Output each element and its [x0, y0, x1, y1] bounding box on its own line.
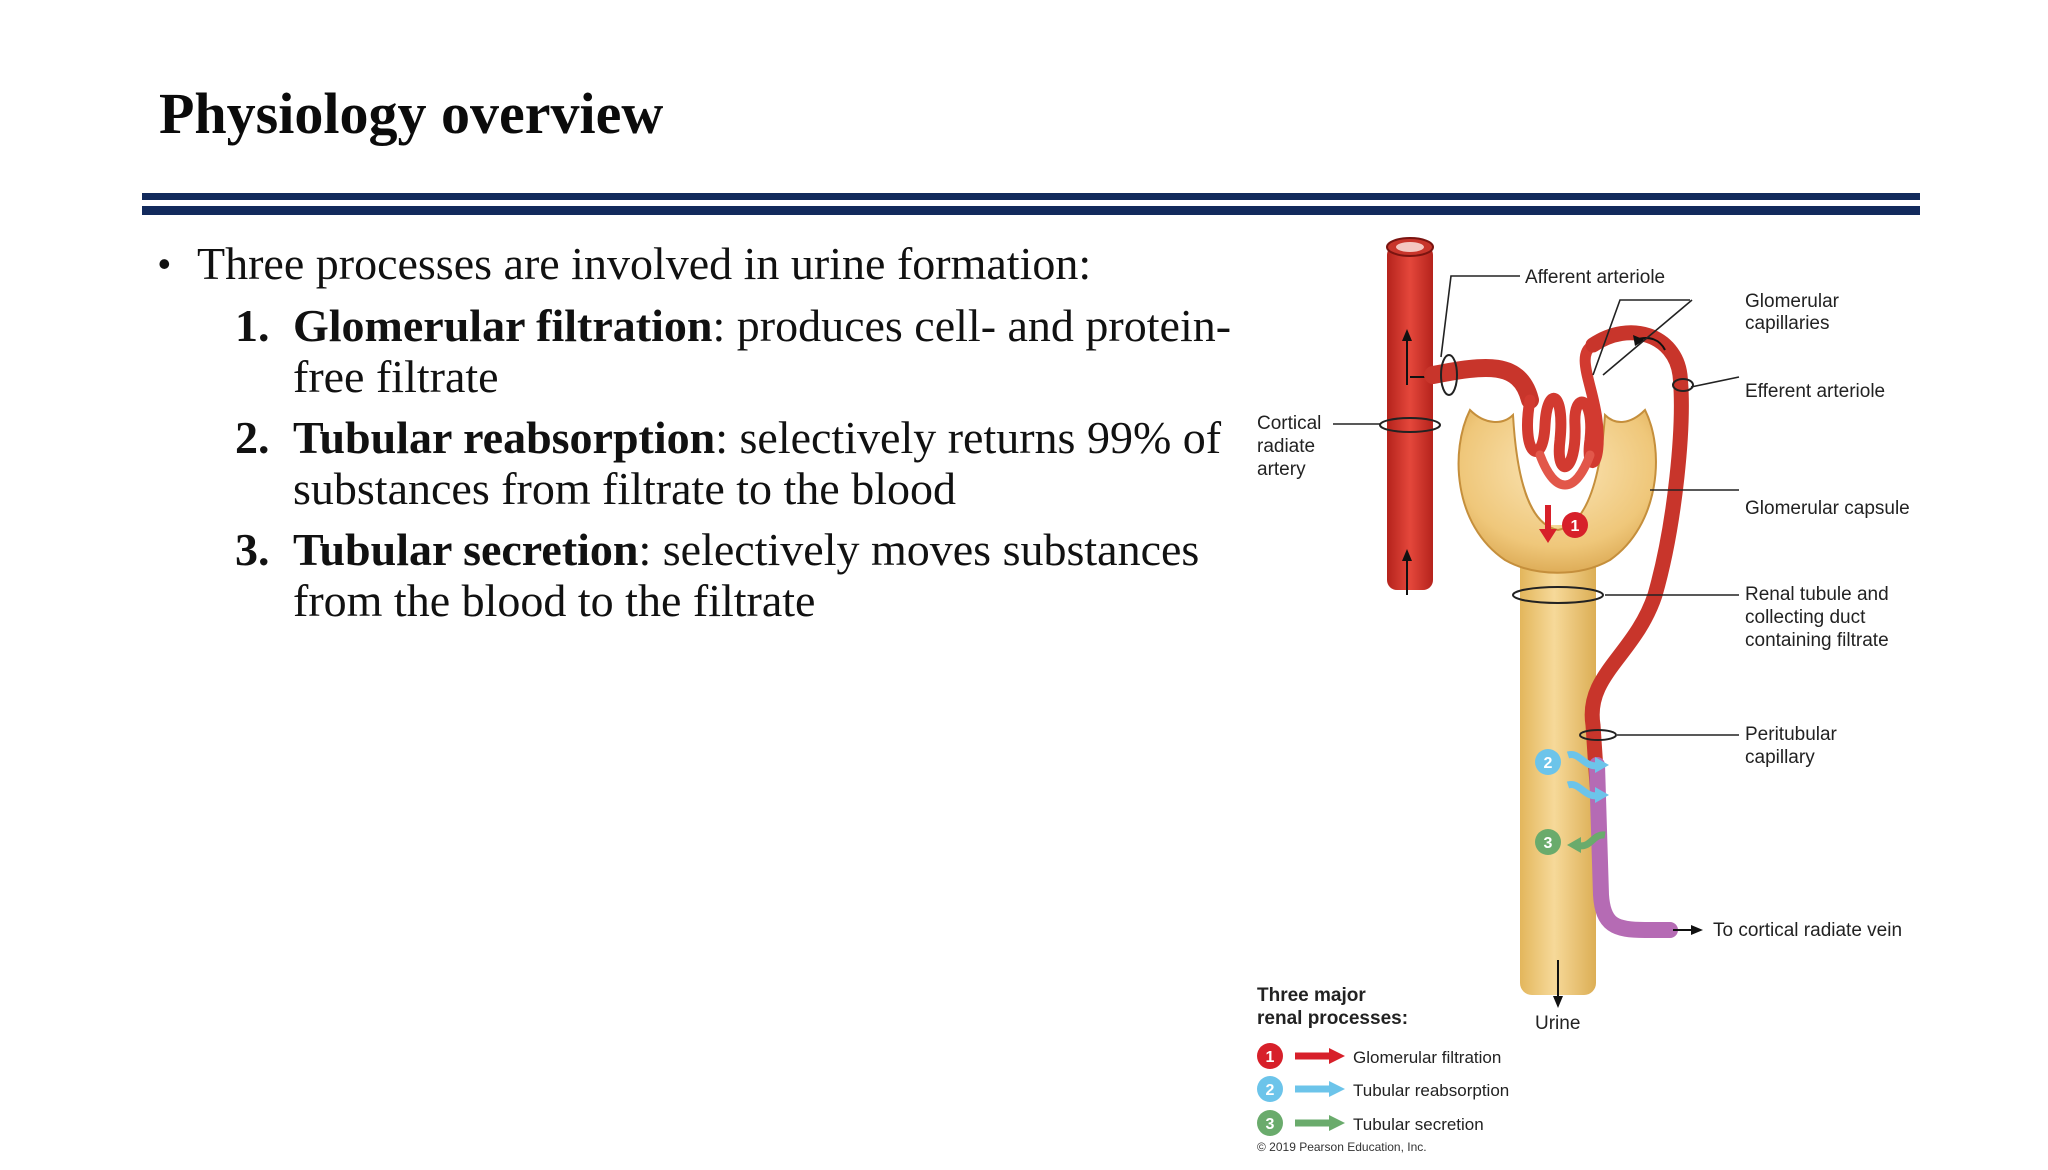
label-afferent: Afferent arteriole	[1525, 267, 1665, 288]
slide-title: Physiology overview	[159, 81, 664, 146]
label-cortical-2: radiate	[1257, 436, 1315, 457]
legend-num-3: 3	[1266, 1116, 1275, 1133]
label-cortical-3: artery	[1257, 459, 1306, 480]
bullet-intro: • Three processes are involved in urine …	[155, 236, 1155, 292]
copyright: © 2019 Pearson Education, Inc.	[1257, 1140, 1427, 1154]
step-1: 1. Glomerular filtration: produces cell- …	[155, 300, 1253, 402]
legend: Three major renal processes: 1 Glomerula…	[1257, 985, 1509, 1154]
reabsorption-arrows: 2	[1535, 749, 1609, 803]
step-term: Tubular secretion	[293, 524, 639, 575]
label-urine: Urine	[1535, 1013, 1580, 1034]
step-term: Glomerular filtration	[293, 300, 713, 351]
label-tubule-1: Renal tubule and	[1745, 584, 1889, 605]
secretion-arrow: 3	[1535, 829, 1606, 855]
legend-num-2: 2	[1266, 1082, 1275, 1099]
svg-text:2: 2	[1544, 755, 1553, 772]
bullet-intro-text: Three processes are involved in urine fo…	[197, 238, 1092, 289]
step-desc: : selectively returns 99% of substances …	[293, 412, 1222, 514]
svg-text:3: 3	[1544, 835, 1553, 852]
step-term: Tubular reabsorption	[293, 412, 716, 463]
cortical-radiate-artery	[1379, 237, 1441, 590]
bullet-dot-icon: •	[158, 243, 171, 284]
step-desc: : produces cell- and protein-free filtra…	[293, 300, 1232, 402]
label-tubule-2: collecting duct	[1745, 607, 1866, 628]
label-capsule: Glomerular capsule	[1745, 498, 1910, 519]
glomerular-capillaries	[1424, 339, 1604, 490]
label-vein: To cortical radiate vein	[1713, 920, 1902, 941]
label-glomerular-capillaries-2: capillaries	[1745, 313, 1829, 334]
legend-title-1: Three major	[1257, 985, 1366, 1006]
nephron-diagram: 1 2 3	[1255, 225, 1935, 1165]
legend-num-1: 1	[1266, 1049, 1275, 1066]
label-glomerular-capillaries-1: Glomerular	[1745, 291, 1840, 312]
label-peritubular-2: capillary	[1745, 747, 1815, 768]
legend-label-2: Tubular reabsorption	[1353, 1081, 1509, 1100]
legend-badge-1	[1257, 1043, 1283, 1069]
step-number: 1.	[235, 300, 270, 351]
legend-badge-3	[1257, 1110, 1283, 1136]
title-divider-thick	[142, 206, 1920, 215]
svg-text:1: 1	[1571, 518, 1580, 535]
urine-arrow	[1553, 960, 1563, 1008]
glomerular-capsule	[1457, 408, 1657, 574]
leader-lines	[1333, 275, 1740, 736]
label-cortical-1: Cortical	[1257, 413, 1321, 434]
step-number: 2.	[235, 412, 270, 463]
step-desc: : selectively moves substances from the …	[293, 524, 1200, 626]
filtration-arrow: 1	[1539, 505, 1588, 543]
label-peritubular-1: Peritubular	[1745, 724, 1838, 745]
label-efferent: Efferent arteriole	[1745, 381, 1885, 402]
bullet-list: • Three processes are involved in urine …	[155, 236, 1231, 636]
legend-label-1: Glomerular filtration	[1353, 1048, 1501, 1067]
step-3: 3. Tubular secretion: selectively moves s…	[155, 524, 1253, 626]
step-2: 2. Tubular reabsorption: selectively retu…	[155, 412, 1253, 514]
peritubular-capillary	[1579, 729, 1703, 938]
legend-badge-2	[1257, 1076, 1283, 1102]
process-steps: 1. Glomerular filtration: produces cell- …	[155, 300, 1231, 626]
legend-label-3: Tubular secretion	[1353, 1115, 1484, 1134]
nephron-figure: 1 2 3	[1257, 237, 1910, 1154]
efferent-arteriole	[1584, 325, 1694, 793]
step-number: 3.	[235, 524, 270, 575]
label-tubule-3: containing filtrate	[1745, 630, 1889, 651]
legend-title-2: renal processes:	[1257, 1008, 1408, 1029]
title-divider-thin	[142, 193, 1920, 200]
